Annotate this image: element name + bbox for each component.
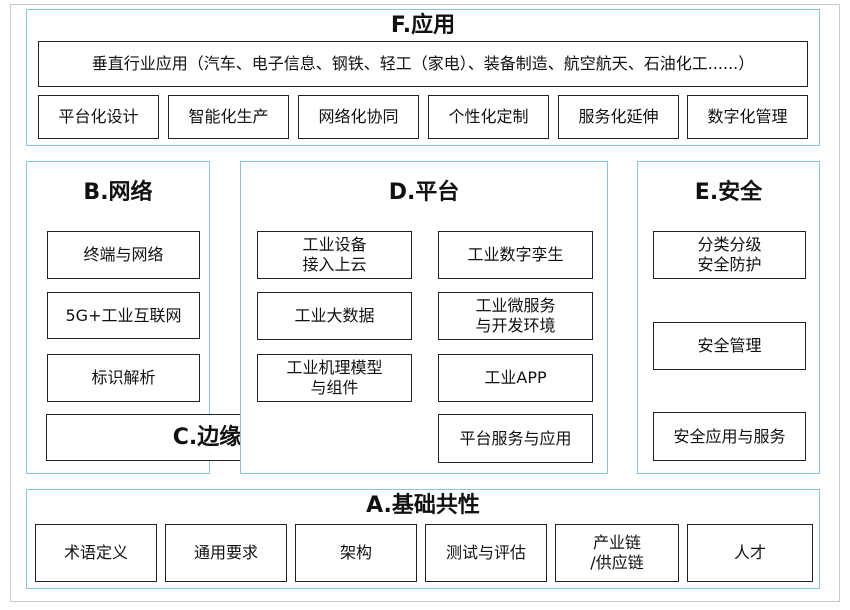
- panel-title-application: F.应用: [390, 13, 456, 38]
- panel-application: F.应用 垂直行业应用（汽车、电子信息、钢铁、轻工（家电）、装备制造、航空航天、…: [26, 9, 820, 146]
- panel-title-security: E.安全: [694, 180, 763, 205]
- foundation-item-talent: 人才: [687, 524, 813, 582]
- foundation-item-architecture: 架构: [295, 524, 417, 582]
- foundation-item-testing: 测试与评估: [425, 524, 547, 582]
- security-item-application-service: 安全应用与服务: [653, 412, 806, 461]
- industry-applications-box: 垂直行业应用（汽车、电子信息、钢铁、轻工（家电）、装备制造、航空航天、石油化工.…: [38, 41, 808, 87]
- app-item-customization: 个性化定制: [428, 95, 549, 139]
- app-item-network-collab: 网络化协同: [298, 95, 419, 139]
- app-item-platform-design: 平台化设计: [38, 95, 159, 139]
- panel-title-foundation: A.基础共性: [366, 493, 480, 518]
- network-item-identifier: 标识解析: [47, 354, 200, 402]
- foundation-item-terminology: 术语定义: [35, 524, 157, 582]
- foundation-item-general-requirements: 通用要求: [165, 524, 287, 582]
- network-item-terminal: 终端与网络: [47, 231, 200, 279]
- platform-item-digital-twin: 工业数字孪生: [438, 231, 593, 279]
- app-item-smart-production: 智能化生产: [168, 95, 289, 139]
- app-item-digital-management: 数字化管理: [687, 95, 808, 139]
- platform-item-big-data: 工业大数据: [257, 292, 412, 340]
- security-item-management: 安全管理: [653, 322, 806, 370]
- platform-item-microservice: 工业微服务 与开发环境: [438, 292, 593, 340]
- platform-item-app: 工业APP: [438, 354, 593, 402]
- app-item-service-extension: 服务化延伸: [558, 95, 679, 139]
- panel-security: E.安全 分类分级 安全防护 安全管理 安全应用与服务: [637, 161, 820, 474]
- diagram-frame: [10, 4, 840, 602]
- panel-title-platform: D.平台: [388, 180, 460, 205]
- panel-platform: D.平台 工业设备 接入上云 工业数字孪生 工业大数据 工业微服务 与开发环境 …: [240, 161, 608, 474]
- platform-item-service-app: 平台服务与应用: [438, 414, 593, 463]
- panel-title-network: B.网络: [83, 180, 153, 205]
- foundation-item-supply-chain: 产业链 /供应链: [555, 524, 679, 582]
- network-item-5g: 5G+工业互联网: [47, 292, 200, 339]
- panel-foundation: A.基础共性 术语定义 通用要求 架构 测试与评估 产业链 /供应链 人才: [26, 489, 820, 589]
- platform-item-mechanism-model: 工业机理模型 与组件: [257, 354, 412, 402]
- security-item-classified-protection: 分类分级 安全防护: [653, 231, 806, 279]
- platform-item-device-cloud: 工业设备 接入上云: [257, 231, 412, 279]
